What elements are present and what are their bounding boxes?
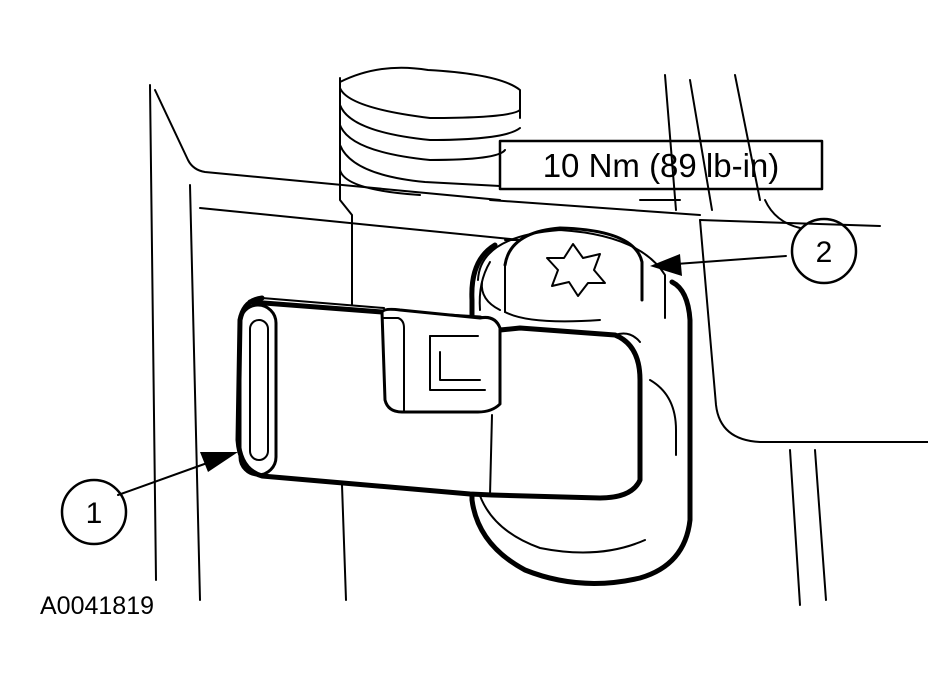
- torx-bolt: [477, 226, 666, 323]
- figure-id-label: A0041819: [40, 592, 154, 620]
- torque-spec-label: 10 Nm (89 lb-in): [543, 147, 780, 184]
- callout-number-2: 2: [816, 236, 833, 269]
- electrical-connector: [235, 295, 643, 501]
- arrowhead-2-icon: [650, 254, 682, 276]
- torx-star-icon: [546, 243, 606, 297]
- leader-line-1: [117, 461, 211, 496]
- callout-circle-1: [60, 478, 128, 546]
- housing-outline: [149, 66, 928, 606]
- callout-number-1: 1: [86, 497, 103, 530]
- leader-line-2: [675, 255, 787, 265]
- arrowhead-1-icon: [200, 452, 238, 472]
- callout-leaders: [117, 254, 787, 496]
- callout-circle-2: [790, 217, 858, 285]
- torque-spec-box: [498, 139, 824, 191]
